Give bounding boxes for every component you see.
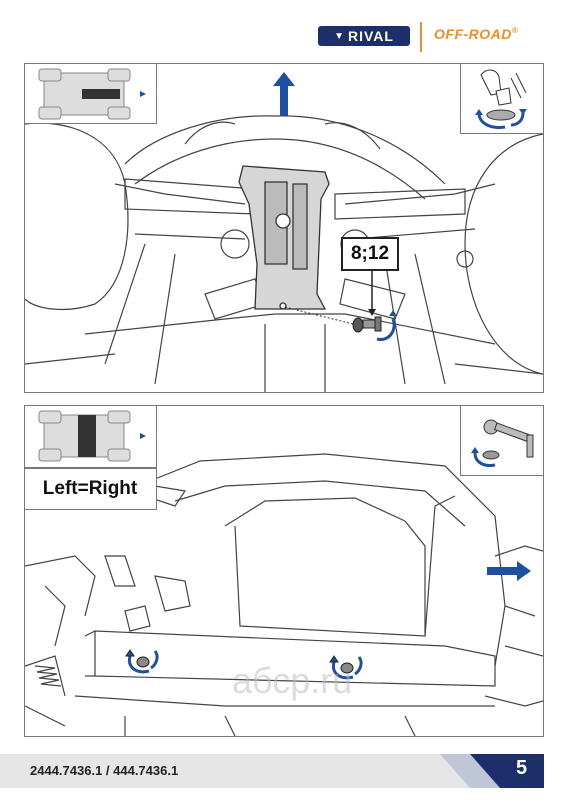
part-numbers: 2444.7436.1 / 444.7436.1 (30, 763, 179, 778)
rival-logo-icon: ▼ (334, 30, 345, 42)
header-divider (420, 22, 422, 52)
right-arrow-icon (487, 561, 531, 581)
fastener-left (125, 649, 159, 674)
bolt-washer (352, 316, 382, 333)
up-arrow-icon (273, 72, 295, 116)
tool-inset (460, 64, 543, 134)
step-2-drawing (25, 453, 543, 736)
bolt-size-label: 8;12 (350, 243, 390, 264)
hand-screw-icon (475, 69, 527, 129)
off-road-brand: OFF-ROAD® (434, 26, 518, 42)
skid-plate (238, 165, 330, 310)
tool-inset (460, 406, 543, 476)
trademark-symbol: ® (511, 26, 519, 35)
side-label-box: Left=Right (25, 468, 157, 510)
step-2-illustration: Left=Right (24, 405, 544, 737)
rival-logo-text: RIVAL (347, 28, 394, 44)
watermark: абср.ru (232, 660, 353, 701)
side-label: Left=Right (42, 478, 138, 499)
vehicle-location-inset (25, 406, 157, 468)
off-road-text: OFF-ROAD (434, 26, 512, 42)
step-1-drawing (25, 115, 543, 392)
vehicle-top-view-icon (38, 410, 146, 462)
footer-band (0, 754, 544, 788)
rival-logo: ▼ RIVAL (318, 26, 410, 46)
ratchet-wrench-icon (471, 419, 534, 467)
vehicle-top-view-icon (38, 68, 146, 120)
bolt-size-badge: 8;12 (341, 237, 399, 271)
vehicle-location-inset (25, 64, 157, 124)
page-number: 5 (516, 757, 528, 779)
fastener-right (329, 655, 363, 680)
step-1-illustration: 8;12 (24, 63, 544, 393)
